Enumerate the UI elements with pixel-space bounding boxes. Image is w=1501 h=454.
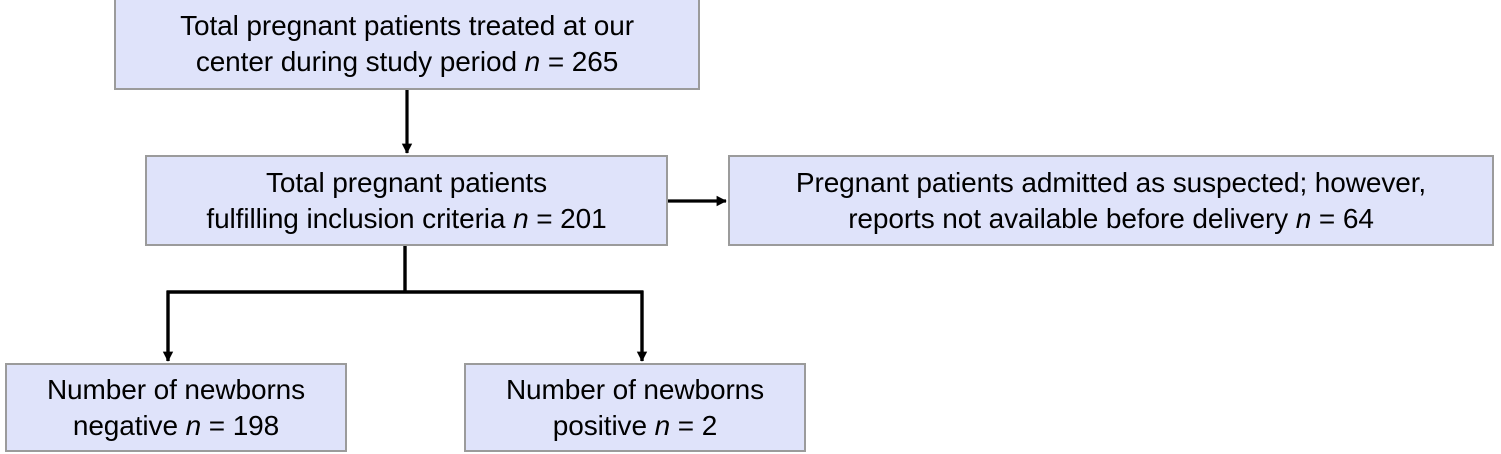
node-n-symbol: n: [1295, 202, 1312, 234]
node-suspected-no-reports: Pregnant patients admitted as suspected;…: [728, 155, 1494, 246]
node-newborns-negative: Number of newborns negative n = 198: [5, 363, 347, 452]
node-line-1: Total pregnant patients: [265, 166, 547, 198]
node-line-2-prefix: center during study period: [195, 46, 525, 77]
node-newborns-positive: Number of newborns positive n = 2: [464, 363, 806, 452]
node-line-2-prefix: positive: [552, 409, 655, 441]
node-newborns-negative-text: Number of newborns negative n = 198: [13, 372, 339, 444]
node-line-2-suffix: = 64: [1311, 202, 1374, 234]
node-line-2-prefix: fulfilling inclusion criteria: [206, 202, 514, 234]
node-inclusion-criteria: Total pregnant patients fulfilling inclus…: [145, 155, 668, 246]
node-line-1: Number of newborns: [505, 373, 765, 405]
node-total-patients-treated-text: Total pregnant patients treated at our ce…: [122, 8, 692, 80]
node-suspected-no-reports-text: Pregnant patients admitted as suspected;…: [736, 165, 1486, 237]
node-inclusion-criteria-text: Total pregnant patients fulfilling inclus…: [153, 165, 660, 237]
node-line-2-prefix: negative: [72, 409, 186, 441]
node-n-symbol: n: [654, 409, 671, 441]
node-line-1: Number of newborns: [46, 373, 306, 405]
node-line-2-prefix: reports not available before delivery: [848, 202, 1296, 234]
node-line-1: Pregnant patients admitted as suspected;…: [795, 166, 1427, 198]
node-n-symbol: n: [513, 202, 529, 234]
node-line-2-suffix: = 198: [201, 409, 280, 441]
node-line-2-suffix: = 265: [540, 46, 619, 77]
node-line-2-suffix: = 2: [670, 409, 718, 441]
node-newborns-positive-text: Number of newborns positive n = 2: [472, 372, 798, 444]
node-n-symbol: n: [185, 409, 202, 441]
node-line-2-suffix: = 201: [528, 202, 607, 234]
connector-split-stem: [166, 246, 644, 294]
node-total-patients-treated: Total pregnant patients treated at our ce…: [114, 0, 700, 90]
node-line-1: Total pregnant patients treated at our: [180, 10, 634, 42]
node-n-symbol: n: [524, 46, 541, 77]
